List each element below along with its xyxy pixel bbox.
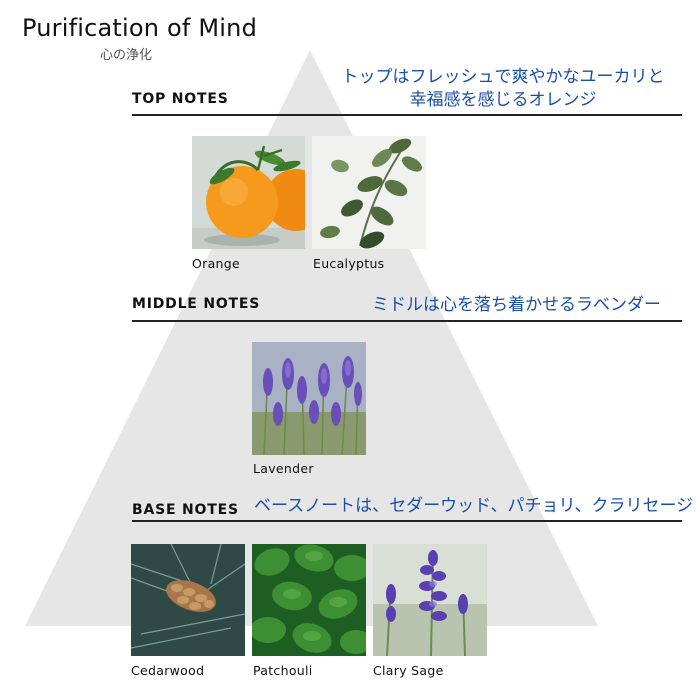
lavender-photo bbox=[252, 342, 366, 455]
cedarwood-photo bbox=[131, 544, 245, 656]
patchouli-label: Patchouli bbox=[253, 663, 313, 678]
page-title: Purification of Mind bbox=[22, 14, 257, 42]
clary-sage-label: Clary Sage bbox=[373, 663, 444, 678]
top-notes-description-line1: トップはフレッシュで爽やかなユーカリと bbox=[341, 67, 665, 87]
orange-label: Orange bbox=[192, 256, 240, 271]
base-notes-description: ベースノートは、セダーウッド、パチョリ、クラリセージ bbox=[254, 496, 694, 516]
base-notes-heading: BASE NOTES bbox=[132, 502, 239, 518]
top-notes-rule bbox=[132, 114, 682, 116]
clary-sage-photo bbox=[373, 544, 487, 656]
middle-notes-heading: MIDDLE NOTES bbox=[132, 296, 261, 312]
cedarwood-label: Cedarwood bbox=[131, 663, 205, 678]
middle-notes-rule bbox=[132, 320, 682, 322]
lavender-label: Lavender bbox=[253, 461, 314, 476]
top-notes-heading: TOP NOTES bbox=[132, 91, 229, 107]
orange-photo bbox=[192, 136, 305, 249]
patchouli-photo bbox=[252, 544, 366, 656]
page-subtitle: 心の浄化 bbox=[100, 48, 153, 63]
base-notes-rule bbox=[132, 520, 682, 522]
middle-notes-description: ミドルは心を落ち着かせるラベンダー bbox=[372, 295, 661, 315]
top-notes-description-line2: 幸福感を感じるオレンジ bbox=[409, 90, 597, 110]
eucalyptus-photo bbox=[312, 136, 426, 249]
eucalyptus-label: Eucalyptus bbox=[313, 256, 385, 271]
